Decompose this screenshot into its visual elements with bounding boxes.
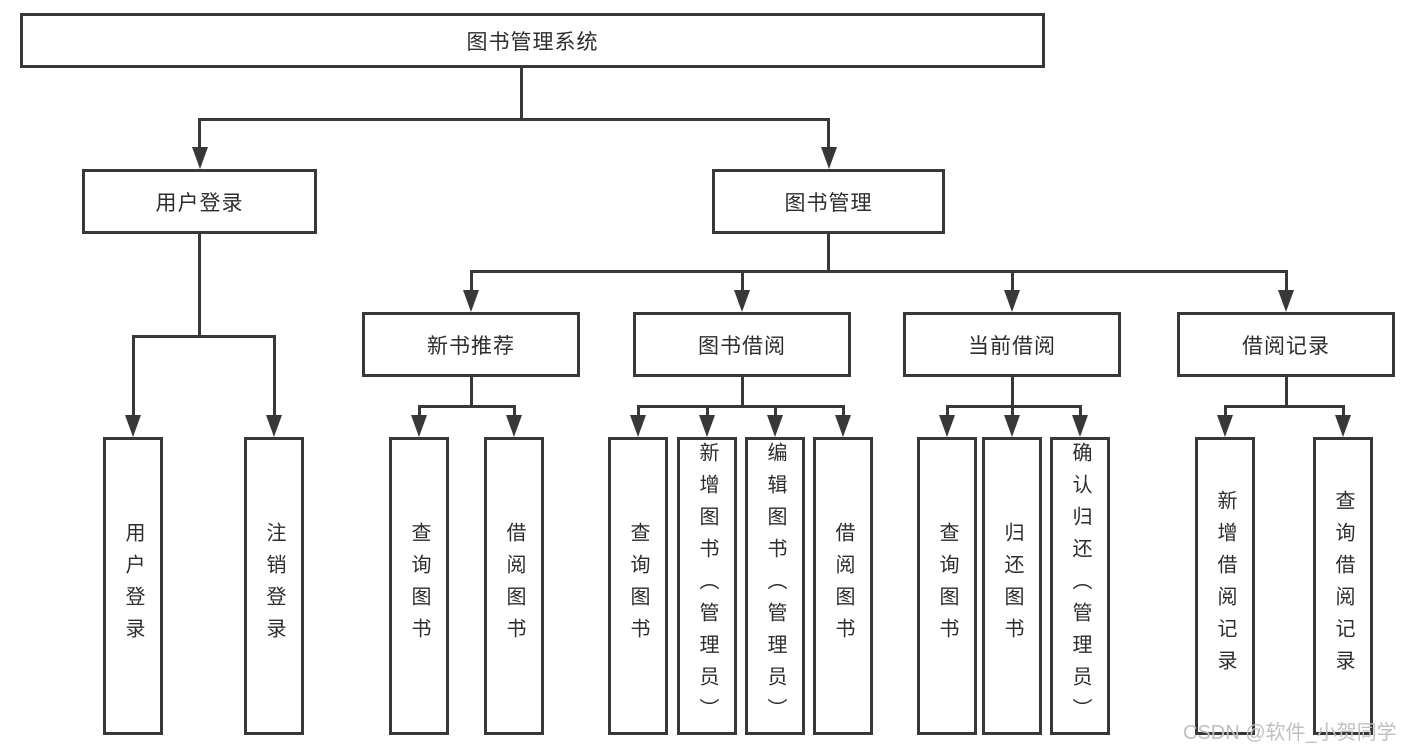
node-book-borrowing: 图书借阅 (633, 312, 851, 377)
arrow-down-icon (1072, 415, 1088, 437)
arrow-down-icon (630, 415, 646, 437)
connector-line (945, 408, 949, 417)
connector-line (1078, 408, 1082, 417)
connector-line (1341, 408, 1345, 417)
node-user-login: 用户登录 (82, 169, 317, 234)
node-label: 用户登录 (122, 522, 144, 650)
node-label: 借阅图书 (503, 522, 525, 650)
node-label: 图书借阅 (698, 334, 786, 358)
node-label: 确认归还（管理员） (1069, 442, 1091, 730)
node-label: 当前借阅 (968, 334, 1056, 358)
connector-line (740, 377, 744, 408)
leaf-return-book: 归还图书 (982, 437, 1042, 735)
arrow-down-icon (125, 415, 141, 437)
connector-line (417, 408, 421, 417)
connector-line (1010, 273, 1014, 292)
arrow-down-icon (820, 147, 837, 169)
arrow-down-icon (767, 415, 783, 437)
node-label: 归还图书 (1001, 522, 1023, 650)
leaf-borrow-books: 借阅图书 (484, 437, 544, 735)
connector-line (131, 338, 135, 417)
connector-line (469, 377, 473, 408)
node-label: 图书管理 (784, 191, 873, 215)
csdn-watermark: CSDN @软件_小贺同学 (1183, 722, 1397, 744)
arrow-down-icon (1004, 290, 1020, 312)
node-library-management-system: 图书管理系统 (20, 13, 1045, 68)
node-label: 查询图书 (936, 522, 958, 650)
connector-line (272, 338, 276, 417)
connector-line (740, 273, 744, 292)
node-label: 借阅图书 (832, 522, 854, 650)
arrow-down-icon (1278, 290, 1294, 312)
node-label: 新增图书（管理员） (696, 442, 718, 730)
arrow-down-icon (734, 290, 750, 312)
connector-line (945, 405, 1082, 408)
connector-line (1284, 377, 1288, 408)
connector-line (417, 405, 516, 408)
connector-line (636, 405, 845, 408)
connector-line (827, 234, 830, 273)
node-label: 查询图书 (408, 522, 430, 650)
node-new-book-recommend: 新书推荐 (362, 312, 580, 377)
connector-line (198, 118, 830, 121)
arrow-down-icon (835, 415, 851, 437)
leaf-query-books-2: 查询图书 (608, 437, 668, 735)
node-label: 图书管理系统 (466, 30, 599, 54)
arrow-down-icon (939, 415, 955, 437)
node-label: 用户登录 (155, 191, 244, 215)
leaf-logout: 注销登录 (244, 437, 304, 735)
connector-line (1010, 377, 1014, 408)
connector-line (1284, 273, 1288, 292)
connector-line (827, 121, 830, 149)
leaf-borrow-book-2: 借阅图书 (813, 437, 873, 735)
node-label: 新增借阅记录 (1214, 490, 1236, 682)
connector-line (198, 121, 201, 149)
arrow-down-icon (463, 290, 479, 312)
node-borrowing-records: 借阅记录 (1177, 312, 1395, 377)
node-label: 注销登录 (263, 522, 285, 650)
leaf-query-books: 查询图书 (389, 437, 449, 735)
leaf-edit-book-admin: 编辑图书（管理员） (745, 437, 805, 735)
leaf-query-books-3: 查询图书 (917, 437, 977, 735)
connector-line (512, 408, 516, 417)
connector-line (773, 408, 777, 417)
node-label: 编辑图书（管理员） (764, 442, 786, 730)
node-label: 借阅记录 (1242, 334, 1330, 358)
node-label: 查询图书 (627, 522, 649, 650)
connector-line (1223, 408, 1227, 417)
connector-line (1223, 405, 1345, 408)
connector-line (469, 270, 1288, 273)
connector-line (841, 408, 845, 417)
node-label: 新书推荐 (427, 334, 515, 358)
node-book-management: 图书管理 (712, 169, 945, 234)
connector-line (131, 335, 276, 338)
arrow-down-icon (1004, 415, 1020, 437)
node-label: 查询借阅记录 (1332, 490, 1354, 682)
arrow-down-icon (1217, 415, 1233, 437)
arrow-down-icon (191, 147, 208, 169)
leaf-query-borrow-record: 查询借阅记录 (1313, 437, 1373, 735)
arrow-down-icon (1335, 415, 1351, 437)
connector-line (469, 273, 473, 292)
arrow-down-icon (411, 415, 427, 437)
leaf-user-login: 用户登录 (103, 437, 163, 735)
connector-line (705, 408, 709, 417)
connector-line (198, 234, 201, 338)
connector-line (636, 408, 640, 417)
node-current-borrowing: 当前借阅 (903, 312, 1121, 377)
arrow-down-icon (506, 415, 522, 437)
leaf-add-book-admin: 新增图书（管理员） (677, 437, 737, 735)
connector-line (519, 68, 523, 121)
connector-line (1010, 408, 1014, 417)
arrow-down-icon (266, 415, 282, 437)
leaf-confirm-return-admin: 确认归还（管理员） (1050, 437, 1110, 735)
arrow-down-icon (699, 415, 715, 437)
leaf-add-borrow-record: 新增借阅记录 (1195, 437, 1255, 735)
